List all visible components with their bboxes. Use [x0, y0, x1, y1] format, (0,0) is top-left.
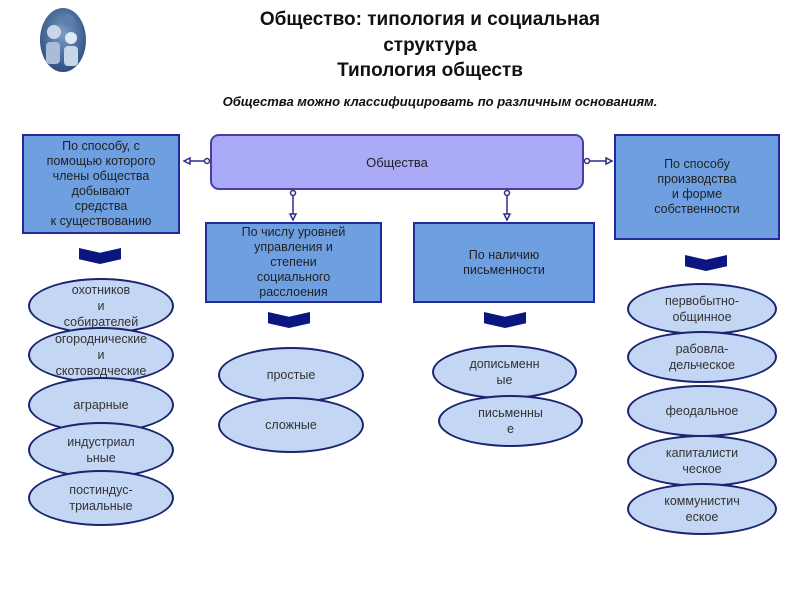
logo-icon — [40, 8, 86, 72]
category-mode-of-production: По способу производства и форме собствен… — [614, 134, 780, 240]
type-primitive-communal: первобытно- общинное — [627, 283, 777, 335]
type-horticultural-pastoral: огороднические и скотоводческие — [28, 327, 174, 383]
category-means-of-subsistence: По способу, с помощью которого члены общ… — [22, 134, 180, 234]
chevron-down-icon — [685, 255, 727, 271]
type-slave-owning: рабовла- дельческое — [627, 331, 777, 383]
type-hunters-gatherers: охотников и собирателей — [28, 278, 174, 334]
chevron-down-icon — [79, 248, 121, 264]
title-line-1: Общество: типология и социальная — [259, 9, 601, 30]
title-line-2: структура — [383, 35, 477, 56]
type-preliterate: дописьменн ые — [432, 345, 577, 399]
type-industrial: индустриал ьные — [28, 422, 174, 478]
chevron-down-icon — [268, 312, 310, 328]
chevron-down-icon — [484, 312, 526, 328]
central-node-societies: Общества — [210, 134, 584, 190]
type-postindustrial: постиндус- триальные — [28, 470, 174, 526]
category-levels-of-governance: По числу уровней управления и степени со… — [205, 222, 382, 303]
type-communist: коммунистич еское — [627, 483, 777, 535]
type-complex: сложные — [218, 397, 364, 453]
type-capitalist: капиталисти ческое — [627, 435, 777, 487]
type-feudal: феодальное — [627, 385, 777, 437]
type-literate: письменны е — [438, 395, 583, 447]
subtitle: Общества можно классифицировать по разли… — [222, 94, 658, 109]
category-writing: По наличию письменности — [413, 222, 595, 303]
type-simple: простые — [218, 347, 364, 403]
title-line-3: Типология обществ — [337, 60, 523, 81]
